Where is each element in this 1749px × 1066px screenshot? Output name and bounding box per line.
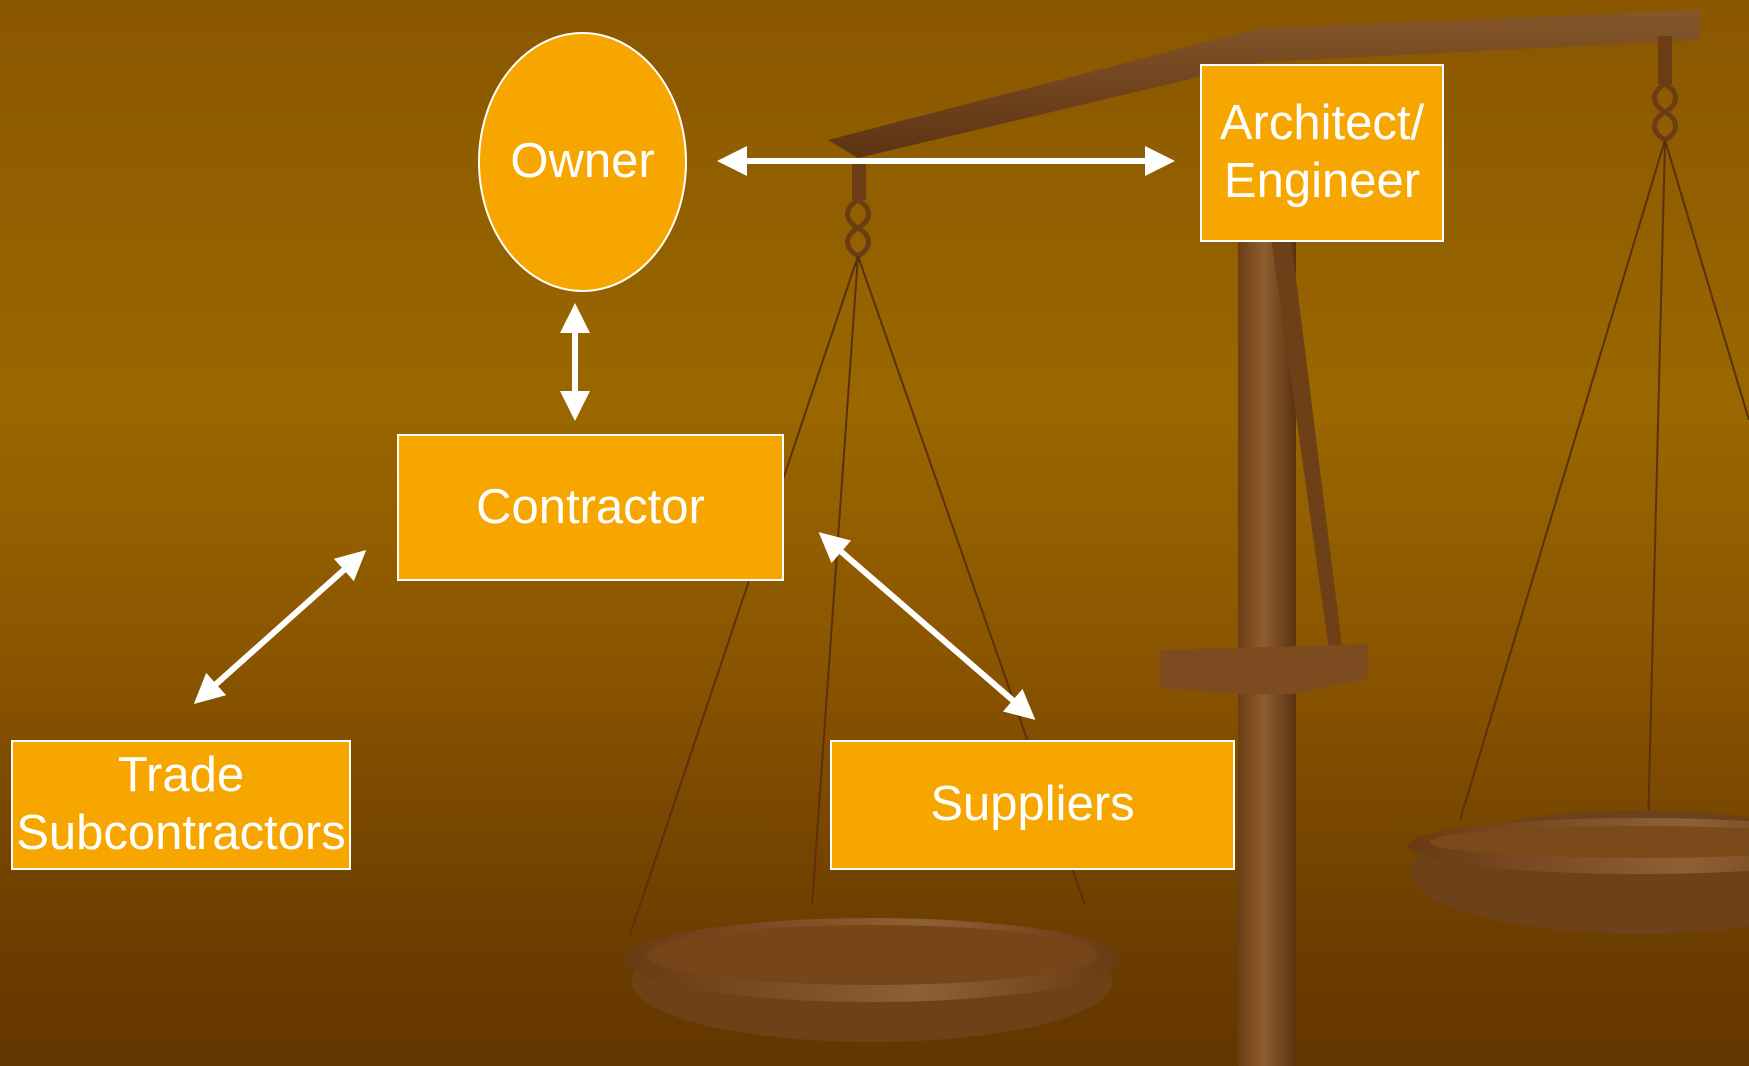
owner-label: Owner bbox=[510, 134, 655, 189]
scale-post bbox=[1238, 225, 1296, 1066]
owner-node: Owner bbox=[478, 32, 687, 292]
suppliers-node: Suppliers bbox=[830, 740, 1235, 870]
contractor-node: Contractor bbox=[397, 434, 784, 581]
contractor-label: Contractor bbox=[476, 479, 705, 534]
scale-brace bbox=[1270, 230, 1345, 672]
architect-engineer-node: Architect/ Engineer bbox=[1200, 64, 1444, 242]
scale-base-block bbox=[1160, 644, 1368, 694]
trade-label-line1: Trade bbox=[117, 748, 245, 803]
architect-label-line2: Engineer bbox=[1223, 154, 1421, 208]
right-string-2 bbox=[1647, 139, 1666, 831]
scale-beam bbox=[828, 10, 1700, 158]
right-hanger bbox=[1658, 36, 1672, 84]
suppliers-label: Suppliers bbox=[930, 777, 1135, 832]
arrow-contractor-suppliers bbox=[818, 532, 1036, 720]
right-pan-inner bbox=[1430, 826, 1749, 858]
trade-subcontractors-node: Trade Subcontractors bbox=[11, 740, 351, 870]
architect-label-line1: Architect/ bbox=[1219, 96, 1425, 151]
right-string-1 bbox=[1459, 139, 1666, 821]
right-string-3 bbox=[1664, 139, 1749, 421]
arrow-contractor-trade bbox=[193, 550, 367, 704]
trade-label-line2: Subcontractors bbox=[16, 806, 346, 860]
left-string-1 bbox=[629, 255, 859, 936]
left-pan-inner bbox=[647, 925, 1097, 985]
